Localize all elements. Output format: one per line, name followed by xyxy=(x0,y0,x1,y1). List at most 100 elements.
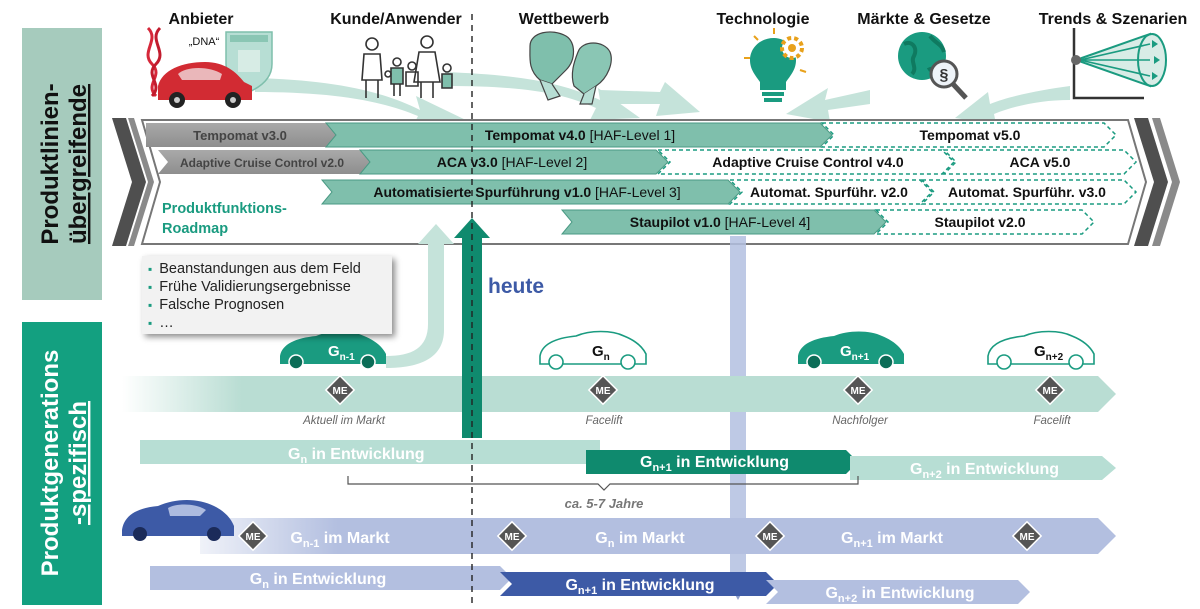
market-label-gn1-base: G xyxy=(841,530,853,547)
spur-current-label: Automatisierte Spurführung v1.0 [HAF-Lev… xyxy=(373,184,680,200)
dev-label-gn2-rest: in Entwicklung xyxy=(942,461,1059,478)
tempomat-current-rest: [HAF-Level 1] xyxy=(586,127,675,143)
car-gn2: Gn+2 xyxy=(987,330,1095,370)
bdev-label-gn2-base: G xyxy=(825,585,837,602)
feedback-item: Frühe Validierungsergebnisse xyxy=(148,278,392,296)
me-market-1: ME xyxy=(237,520,269,552)
aca-current-label: ACA v3.0 [HAF-Level 2] xyxy=(437,154,587,170)
stau-current-label: Staupilot v1.0 [HAF-Level 4] xyxy=(630,214,811,230)
aca-next-bar xyxy=(656,149,956,175)
me-market-label-1: ME xyxy=(246,532,261,543)
roadmap-label-1: Produktfunktions- xyxy=(162,201,287,217)
aca-old-label: Adaptive Cruise Control v2.0 xyxy=(180,156,344,170)
car-gn1-sub: n+1 xyxy=(852,352,870,363)
dev-label-gn1-rest: in Entwicklung xyxy=(672,454,789,471)
aca-current-bar xyxy=(358,149,669,175)
section-label-line: Produktlinien- übergreifende xyxy=(37,83,92,244)
me-market-2: ME xyxy=(496,520,528,552)
generation-arrow xyxy=(122,376,1116,412)
bdev-label-gn-base: G xyxy=(250,571,262,588)
dev-bar-gn2 xyxy=(850,456,1116,480)
car-gn-minus-1: Gn-1 xyxy=(280,331,386,370)
bdev-label-gn1-base: G xyxy=(565,577,577,594)
tempomat-old-label: Tempomat v3.0 xyxy=(193,128,287,143)
me-caption-3: Nachfolger xyxy=(832,415,889,427)
paragraph-symbol: § xyxy=(940,67,949,84)
technology-icon xyxy=(744,28,807,102)
section-tile-line xyxy=(22,28,102,300)
feedback-item: Beanstandungen aus dem Feld xyxy=(148,260,392,278)
me-market-label-2: ME xyxy=(505,532,520,543)
stau-next-bar xyxy=(874,209,1096,235)
category-technologie: Technologie xyxy=(716,11,809,28)
bdev-label-gn: Gn in Entwicklung xyxy=(250,571,387,591)
section-label-line-2: übergreifende xyxy=(65,84,92,244)
me-caption-2: Facelift xyxy=(585,415,623,427)
tempomat-next-bar xyxy=(820,122,1118,148)
stau-current-bold: Staupilot v1.0 xyxy=(630,214,721,230)
me-milestone-4: ME xyxy=(1034,374,1066,406)
duration-bracket xyxy=(347,476,859,491)
dev-bar-gn xyxy=(140,440,600,464)
category-dna: „DNA“ xyxy=(189,36,220,48)
spur-current-bold: Automatisierte Spurführung v1.0 xyxy=(373,184,591,200)
dev-label-gn2: Gn+2 in Entwicklung xyxy=(910,461,1059,481)
section-label-line-1: Produktlinien- xyxy=(37,83,64,244)
tempomat-current-label: Tempomat v4.0 [HAF-Level 1] xyxy=(485,127,675,143)
category-trends: Trends & Szenarien xyxy=(1039,11,1188,28)
aca-next-label: Adaptive Cruise Control v4.0 xyxy=(712,154,904,170)
dna-car-icon xyxy=(146,26,273,108)
market-arrow xyxy=(200,518,1116,554)
bdev-label-gn2-sub: n+2 xyxy=(838,593,857,605)
bdev-label-gn1: Gn+1 in Entwicklung xyxy=(565,577,714,597)
me-milestone-1: ME xyxy=(324,374,356,406)
me-caption-1: Aktuell im Markt xyxy=(302,415,386,427)
spur-next-bar xyxy=(728,179,934,205)
spur-next-label: Automat. Spurführ. v2.0 xyxy=(750,184,908,200)
me-market-3: ME xyxy=(754,520,786,552)
blue-car-icon xyxy=(122,500,234,541)
me-market-4: ME xyxy=(1011,520,1043,552)
market-label-gn1-rest: im Markt xyxy=(873,530,944,547)
me-milestone-2: ME xyxy=(587,374,619,406)
spur-next2-label: Automat. Spurführ. v3.0 xyxy=(948,184,1106,200)
boxing-gloves-icon xyxy=(529,31,612,105)
section-tile-gen xyxy=(22,322,102,605)
dev-label-gn: Gn in Entwicklung xyxy=(288,446,425,466)
bdev-label-gn-rest: in Entwicklung xyxy=(269,571,386,588)
stau-next-label: Staupilot v2.0 xyxy=(934,214,1025,230)
dev-label-gn1-base: G xyxy=(640,454,652,471)
aca-current-rest: [HAF-Level 2] xyxy=(498,154,587,170)
category-maerkte: Märkte & Gesetze xyxy=(857,11,990,28)
feedback-arrow xyxy=(386,224,454,368)
tempomat-old-bar xyxy=(146,123,336,147)
car-gn-sub: n xyxy=(604,352,610,363)
market-label-gn-minus-1: Gn-1 im Markt xyxy=(290,530,390,550)
roadmap-row-spur: Automatisierte Spurführung v1.0 [HAF-Lev… xyxy=(320,179,1138,205)
dev-label-gn1-sub: n+1 xyxy=(652,462,671,474)
me-market-label-4: ME xyxy=(1020,532,1035,543)
bdev-label-gn2: Gn+2 in Entwicklung xyxy=(825,585,974,605)
car-gn2-sub: n+2 xyxy=(1046,352,1064,363)
tempomat-current-bold: Tempomat v4.0 xyxy=(485,127,586,143)
section-label-gen: Produktgenerations -spezifisch xyxy=(37,350,92,577)
market-label-gn1: Gn+1 im Markt xyxy=(841,530,944,550)
feedback-box: Beanstandungen aus dem Feld Frühe Validi… xyxy=(142,256,392,334)
feedback-item: … xyxy=(148,314,392,332)
car-gn-minus-1-sub: n-1 xyxy=(340,352,355,363)
dev-label-gn2-base: G xyxy=(910,461,922,478)
roadmap-left-chevrons xyxy=(112,118,154,246)
spur-current-rest: [HAF-Level 3] xyxy=(591,184,680,200)
today-label: heute xyxy=(488,275,544,298)
section-label-gen-2: -spezifisch xyxy=(65,401,92,525)
stau-current-bar xyxy=(560,209,887,235)
stau-current-rest: [HAF-Level 4] xyxy=(721,214,810,230)
me-market-label-3: ME xyxy=(763,532,778,543)
market-label-gn-minus-1-base: G xyxy=(290,530,302,547)
roadmap-label-2: Roadmap xyxy=(162,221,228,237)
bdev-bar-gn1 xyxy=(500,572,778,596)
car-gn-base: G xyxy=(592,343,604,360)
family-icon xyxy=(361,35,453,98)
me-label-4: ME xyxy=(1043,386,1058,397)
